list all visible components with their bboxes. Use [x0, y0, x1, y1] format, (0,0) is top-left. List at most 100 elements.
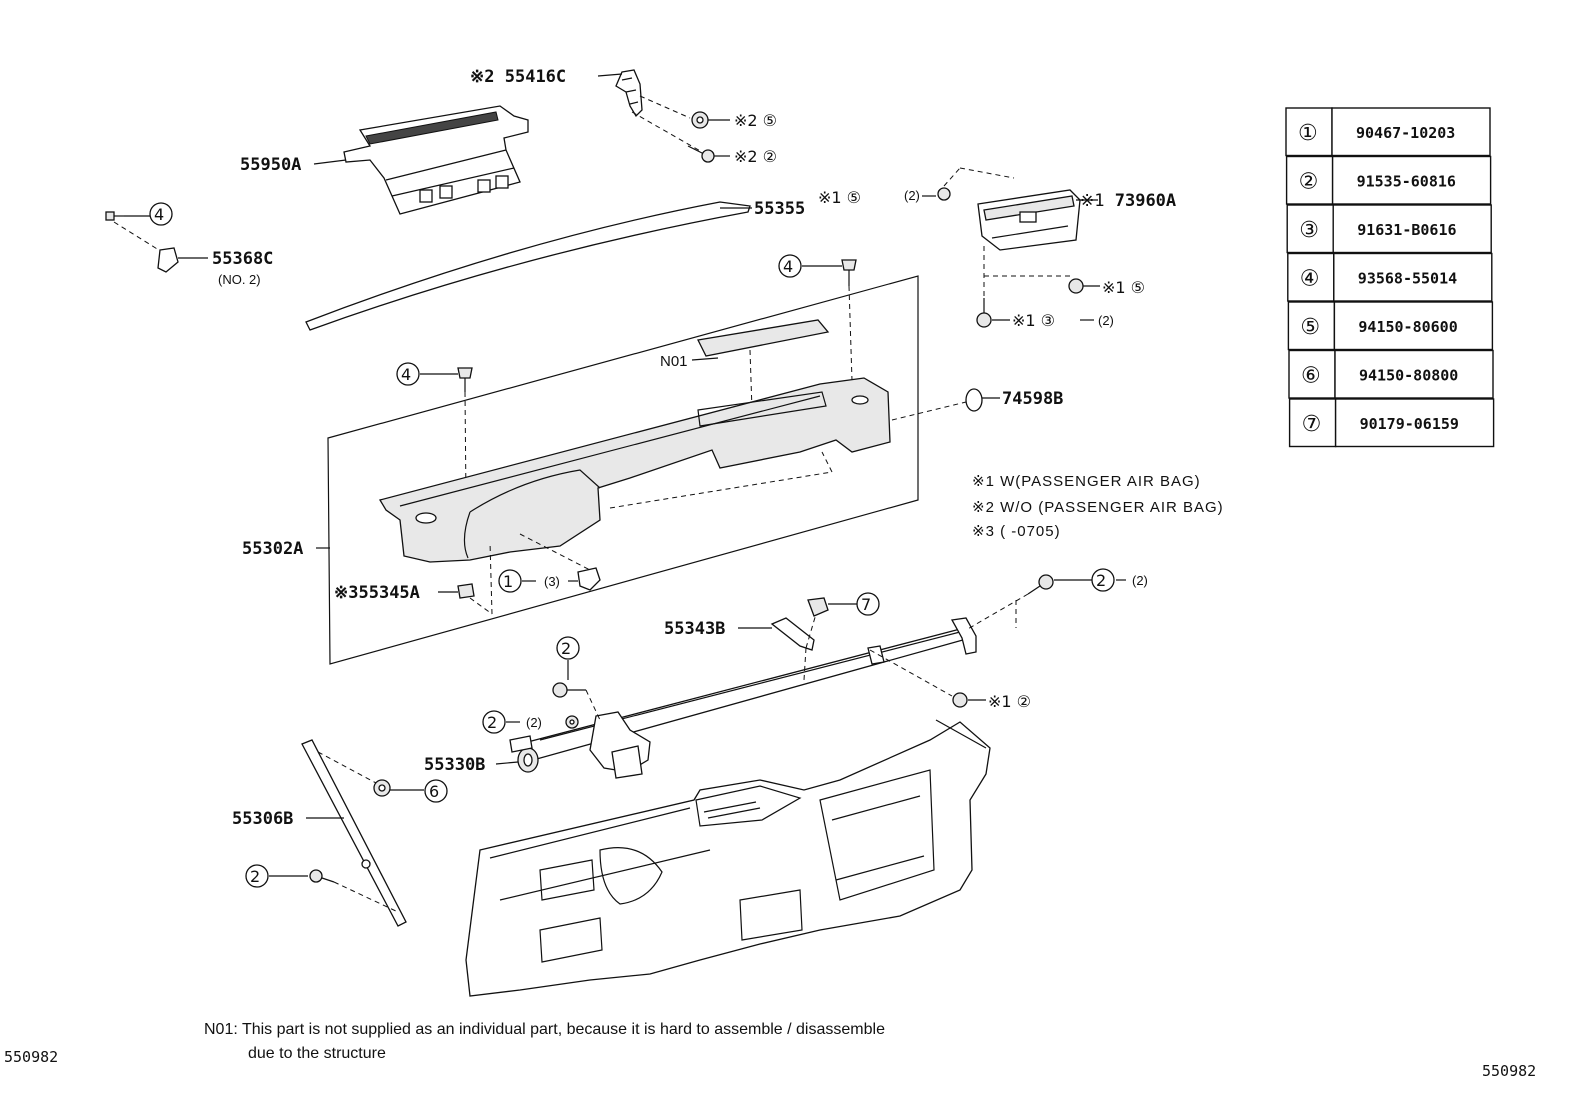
airbag-module-73960a: [977, 189, 1081, 251]
parts-table: ① 90467-10203 ② 91535-60816 ③ 91631-B0616 ④ 935…: [1285, 107, 1495, 448]
screw-icon: [841, 259, 857, 286]
diagram-id-left: 550982: [4, 1048, 58, 1066]
svg-text:2: 2: [250, 867, 260, 886]
nut-icon: [807, 597, 829, 617]
table-part-number: 90467-10203: [1356, 124, 1455, 142]
footnote-line2: due to the structure: [248, 1045, 386, 1062]
label-55302a: 55302A: [242, 539, 303, 559]
clip-icon: [577, 567, 601, 591]
table-row: ③ 91631-B0616: [1286, 204, 1492, 254]
label-55368c-sub: (NO. 2): [218, 272, 261, 287]
svg-text:(2): (2): [904, 188, 920, 203]
table-ref: ⑦: [1302, 412, 1322, 437]
svg-text:※1 ⑤: ※1 ⑤: [1102, 278, 1145, 297]
assembly-box: [327, 275, 919, 665]
svg-text:4: 4: [154, 205, 164, 224]
table-part-number: 94150-80600: [1358, 318, 1457, 336]
label-55416c: 55416C: [505, 67, 566, 87]
svg-text:※1 ②: ※1 ②: [988, 692, 1031, 711]
clip-55345a: [457, 583, 475, 599]
cross-member-55330b: [509, 617, 977, 779]
lower-dashboard-structure: [465, 719, 991, 997]
svg-text:※1 ⑤: ※1 ⑤: [818, 188, 861, 207]
svg-text:4: 4: [783, 257, 793, 276]
label-55950a: 55950A: [240, 155, 301, 175]
svg-text:4: 4: [401, 365, 411, 384]
diagram-id-right: 550982: [1482, 1062, 1536, 1080]
cap-74598b: [965, 388, 983, 412]
table-row: ④ 93568-55014: [1287, 252, 1493, 302]
nut-icon: [691, 111, 709, 129]
note-1: ※1 W(PASSENGER AIR BAG): [972, 473, 1201, 490]
svg-text:2: 2: [561, 639, 571, 658]
screw-icon: [457, 367, 473, 392]
svg-text:2: 2: [1096, 571, 1106, 590]
table-ref: ①: [1298, 121, 1318, 146]
table-row: ⑥ 94150-80800: [1288, 349, 1494, 399]
table-row: ⑦ 90179-06159: [1288, 398, 1495, 448]
svg-text:※2 ②: ※2 ②: [734, 147, 777, 166]
nut-icon: [1068, 278, 1084, 294]
table-part-number: 94150-80800: [1359, 366, 1458, 384]
note-3: ※3 ( -0705): [972, 523, 1061, 540]
label-n01: N01: [660, 353, 688, 370]
table-ref: ④: [1300, 266, 1320, 291]
svg-text:1: 1: [503, 572, 513, 591]
nut-icon: [937, 187, 951, 201]
clip-55368c: [157, 247, 179, 273]
label-55330b: 55330B: [424, 755, 485, 775]
svg-text:(2): (2): [1098, 313, 1114, 328]
mark-55416c: ※2: [470, 67, 494, 87]
duct-55950a: [343, 105, 529, 215]
label-73960a: 73960A: [1115, 191, 1176, 211]
label-55355: 55355: [754, 199, 805, 219]
footnote-label: N01:: [204, 1021, 238, 1038]
label-55368c: 55368C: [212, 249, 273, 269]
svg-text:※1 73960A: ※1 73960A: [1080, 191, 1176, 211]
table-part-number: 91535-60816: [1357, 172, 1456, 190]
table-part-number: 93568-55014: [1358, 269, 1457, 287]
screw-icon: [105, 211, 124, 221]
ref-mark: ※2: [734, 111, 758, 130]
bolt-icon: [687, 145, 715, 163]
footnote-line1: This part is not supplied as an individu…: [242, 1021, 885, 1038]
svg-text:6: 6: [429, 782, 439, 801]
svg-text:2: 2: [487, 713, 497, 732]
bracket-55343b: [770, 617, 815, 651]
svg-text:※1 ③: ※1 ③: [1012, 311, 1055, 330]
notes: ※1 W(PASSENGER AIR BAG) ※2 W/O (PASSENGE…: [972, 473, 1224, 540]
bracket-55416c: [615, 69, 643, 118]
label-74598b: 74598B: [1002, 389, 1063, 409]
bolt-icon: [1027, 574, 1054, 595]
table-ref: ⑥: [1301, 363, 1321, 388]
table-part-number: 91631-B0616: [1357, 221, 1456, 239]
ref-circle: [149, 202, 173, 226]
note-2: ※2 W/O (PASSENGER AIR BAG): [972, 499, 1224, 516]
cover-n01: [697, 319, 830, 357]
label-55343b: 55343B: [664, 619, 725, 639]
bolt-icon: [552, 682, 586, 698]
nut-icon: [373, 779, 391, 797]
bolt-icon: [309, 869, 335, 883]
label-55345a: 55345A: [358, 583, 419, 603]
brace-55306b: [301, 739, 407, 927]
table-row: ① 90467-10203: [1285, 107, 1491, 157]
table-part-number: 90179-06159: [1360, 415, 1459, 433]
bolt-icon: [952, 692, 968, 708]
label-55306b: 55306B: [232, 809, 293, 829]
svg-text:※2 ⑤: ※2 ⑤: [734, 111, 777, 130]
svg-text:N01: This part is not supplied: N01: This part is not supplied as an ind…: [204, 1021, 885, 1038]
table-ref: ③: [1299, 218, 1319, 243]
table-ref: ②: [1299, 169, 1319, 194]
table-row: ② 91535-60816: [1285, 155, 1492, 205]
svg-text:(3): (3): [544, 574, 560, 589]
bolt-icon: [976, 298, 992, 328]
strip-55355: [305, 201, 751, 331]
dashboard-panel-55302a: [378, 377, 891, 563]
svg-text:(2): (2): [1132, 573, 1148, 588]
nut-icon: [565, 715, 579, 729]
svg-text:※2 55416C: ※2 55416C: [470, 67, 566, 87]
svg-text:7: 7: [861, 595, 871, 614]
